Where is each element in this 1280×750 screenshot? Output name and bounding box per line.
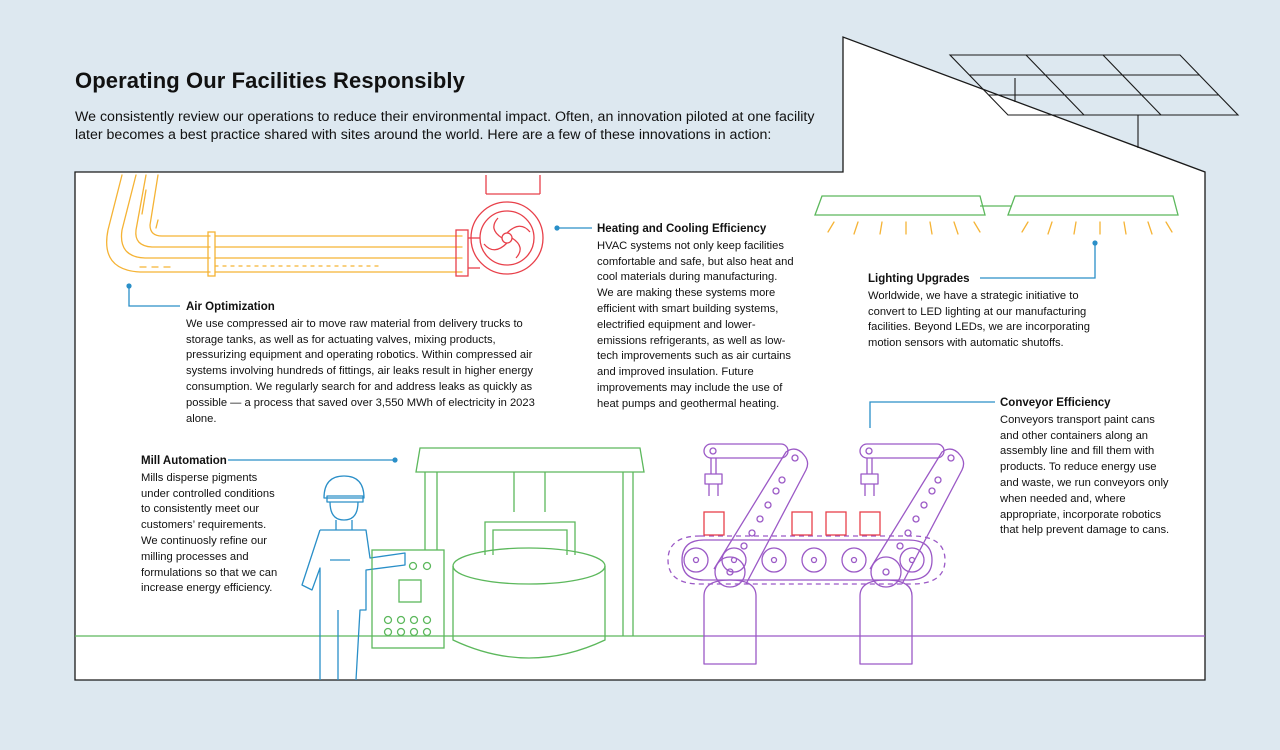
solar-panel-icon — [948, 54, 1240, 148]
section-title: Conveyor Efficiency — [1000, 397, 1111, 409]
worker-icon — [301, 475, 406, 681]
paint-can-icon — [703, 511, 881, 536]
section-body: We use compressed air to move raw materi… — [186, 317, 535, 425]
callout-dots — [126, 225, 1098, 463]
intro-paragraph: We consistently review our operations to… — [75, 109, 815, 143]
section-title: Mill Automation — [141, 455, 227, 467]
led-light-fixture-icon — [814, 195, 1179, 216]
conveyor-efficiency-section: Conveyor Efficiency Conveyors transport … — [1000, 396, 1172, 539]
title-area-background — [60, 60, 842, 171]
section-body: Mills disperse pigments under controlled… — [141, 471, 278, 595]
lighting-upgrades-section: Lighting Upgrades Worldwide, we have a s… — [868, 272, 1100, 352]
section-body: Conveyors transport paint cans and other… — [1000, 413, 1170, 537]
air-optimization-section: Air Optimization We use compressed air t… — [186, 300, 546, 427]
callout-lines — [128, 227, 1096, 461]
hvac-fan-icon — [455, 175, 544, 277]
section-title: Air Optimization — [186, 301, 275, 313]
control-panel-icon — [371, 549, 445, 649]
section-body: Worldwide, we have a strategic initiativ… — [868, 289, 1090, 350]
mill-automation-section: Mill Automation Mills disperse pigments … — [141, 454, 283, 597]
section-body: HVAC systems not only keep facilities co… — [597, 239, 794, 410]
heating-cooling-section: Heating and Cooling Efficiency HVAC syst… — [597, 222, 795, 413]
building-outline — [74, 36, 1206, 681]
section-title: Lighting Upgrades — [868, 273, 970, 285]
mill-tank-icon — [415, 447, 645, 659]
light-rays — [827, 221, 1173, 235]
section-title: Heating and Cooling Efficiency — [597, 223, 767, 235]
robot-arm-icon — [859, 443, 965, 665]
robot-arm-icon — [703, 443, 809, 665]
page-title: Operating Our Facilities Responsibly — [75, 68, 465, 93]
conveyor-belt-icon — [667, 535, 946, 585]
compressed-air-pipes-icon — [106, 174, 463, 277]
